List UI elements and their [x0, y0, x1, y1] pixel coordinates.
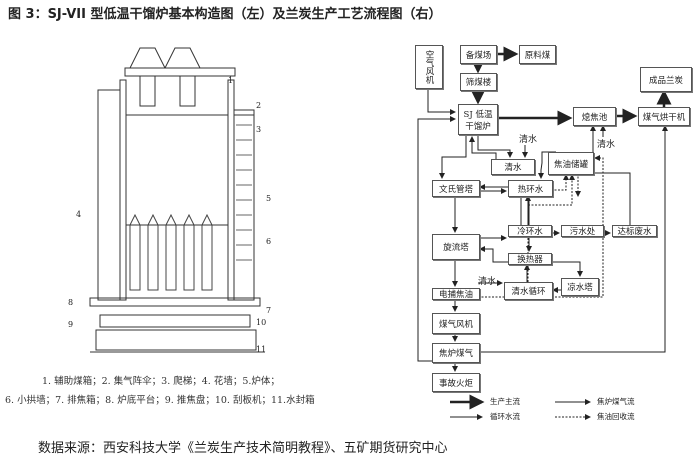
box-clear-cycle: 清水循环 [504, 282, 553, 300]
box-cooling-tower: 凉水塔 [561, 278, 599, 296]
box-venturi: 文氏管塔 [432, 180, 480, 197]
box-gas-fan: 煤气风机 [432, 313, 480, 334]
clear-water-label: 清水 [478, 277, 497, 287]
box-heat-exchanger: 换热器 [508, 253, 552, 265]
legend-main-flow: 生产主流 [490, 397, 520, 406]
part-number: 1 [228, 76, 234, 85]
box-air-fan: 空气风机 [415, 45, 443, 89]
legend-water-flow: 循环水流 [490, 412, 520, 421]
legend-tar-flow: 焦油回收流 [597, 412, 635, 421]
box-dryer: 煤气烘干机 [638, 107, 690, 126]
box-waste-water: 达标废水 [612, 225, 657, 237]
figure-title: 图 3：SJ-VII 型低温干馏炉基本构造图（左）及兰炭生产工艺流程图（右） [8, 7, 442, 22]
box-product: 成品兰炭 [640, 67, 692, 92]
box-cold-water: 冷环水 [508, 225, 552, 237]
data-source: 数据来源：西安科技大学《兰炭生产技术简明教程》、五矿期货研究中心 [38, 441, 448, 456]
part-number: 5 [266, 194, 272, 203]
box-coke-gas: 焦炉煤气 [432, 343, 480, 363]
box-clear-water: 清水 [491, 159, 535, 175]
legend-gas-flow: 焦炉煤气流 [597, 397, 635, 406]
box-sewage: 污水处 [561, 225, 604, 237]
box-cyclone: 旋流塔 [432, 234, 480, 260]
box-flare: 事故火炬 [432, 373, 480, 392]
furnace-caption-line2: 6. 小拱墙；7. 排焦箱；8. 炉底平台；9. 推焦盘；10. 刮板机；11.… [5, 395, 315, 406]
box-raw-coal: 原料煤 [519, 45, 556, 64]
part-number: 8 [68, 298, 74, 307]
box-tar-tank: 焦油储罐 [548, 152, 594, 175]
clear-water-label: 清水 [519, 135, 538, 145]
part-number: 6 [266, 237, 272, 246]
part-number: 4 [76, 210, 82, 219]
box-furnace: SJ 低温干馏炉 [458, 104, 498, 135]
box-screening: 筛煤楼 [460, 73, 497, 91]
part-number: 7 [266, 306, 272, 315]
box-electro-tar: 电捕焦油 [432, 288, 480, 300]
clear-water-label: 清水 [597, 140, 616, 150]
part-number: 3 [256, 125, 262, 134]
part-number: 2 [256, 101, 262, 110]
box-hot-water: 热环水 [508, 180, 553, 197]
part-number: 11 [256, 345, 267, 354]
part-number: 10 [256, 318, 267, 327]
flow-lines [417, 46, 672, 420]
part-number: 9 [68, 320, 74, 329]
furnace-caption-line1: 1. 辅助煤箱；2. 集气阵伞；3. 爬梯；4. 花墙；5.炉体； [42, 376, 280, 387]
box-quench: 熄焦池 [573, 107, 616, 126]
box-coal-yard: 备煤场 [460, 45, 497, 64]
